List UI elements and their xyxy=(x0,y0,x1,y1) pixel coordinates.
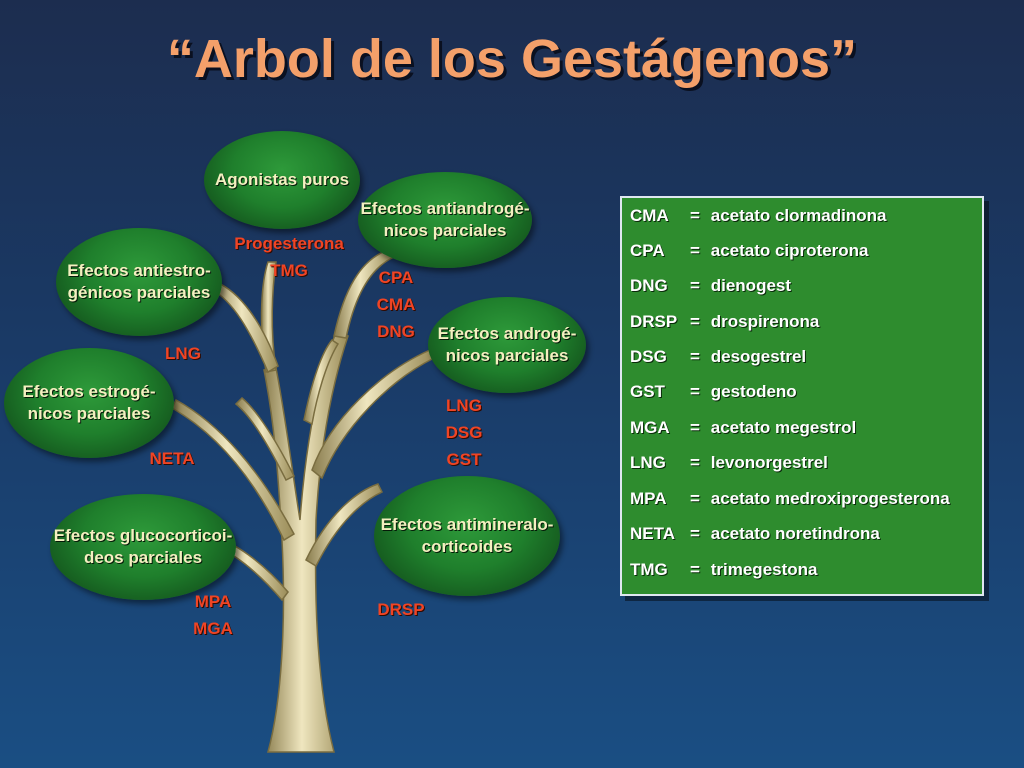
leaf-label: Efectos antiandrogé- nicos parciales xyxy=(360,199,530,240)
legend-row: LNG = levonorgestrel xyxy=(630,453,828,477)
legend-abbr: LNG xyxy=(630,453,666,472)
legend-abbr: CMA xyxy=(630,206,669,225)
legend-name: acetato clormadinona xyxy=(710,206,887,225)
leaf-label: Efectos androgé- nicos parciales xyxy=(437,324,577,365)
label-antiandrogenicos: CPA CMA DNG xyxy=(376,268,416,341)
leaf-label: Agonistas puros xyxy=(214,170,350,189)
legend-abbr: DRSP xyxy=(630,312,678,331)
legend-abbr: GST xyxy=(630,382,665,401)
legend-name: drospirenona xyxy=(710,312,820,331)
legend-abbr: MGA xyxy=(630,418,670,437)
leaf-estrogenicos: Efectos estrogé- nicos parciales xyxy=(4,348,174,458)
legend-name: acetato ciproterona xyxy=(710,241,869,260)
legend-row: TMG = trimegestona xyxy=(630,560,817,584)
label-antiestrogenicos: LNG xyxy=(165,344,201,363)
leaf-androgenicos: Efectos androgé- nicos parciales xyxy=(428,297,586,393)
leaf-agonistas-puros: Agonistas puros xyxy=(204,131,360,229)
legend-eq: = xyxy=(690,312,700,331)
leaf-label: Efectos estrogé- nicos parciales xyxy=(22,382,156,423)
label-estrogenicos: NETA xyxy=(149,449,195,468)
legend-eq: = xyxy=(690,453,700,472)
legend-eq: = xyxy=(690,347,700,366)
leaf-label: Efectos antimineralo- corticoides xyxy=(380,515,554,556)
legend-eq: = xyxy=(690,382,700,401)
branch-small-left xyxy=(234,396,296,482)
page-title: “Arbol de los Gestágenos” xyxy=(166,29,858,89)
legend-row: DRSP = drospirenona xyxy=(630,312,819,336)
legend-eq: = xyxy=(690,241,700,260)
legend-name: dienogest xyxy=(710,276,792,295)
legend-name: acetato medroxiprogesterona xyxy=(710,489,950,508)
branch-antimineralocorticoides xyxy=(305,483,384,568)
branch-small-right xyxy=(303,339,340,426)
abbreviation-legend: CMA = acetato clormadinona CPA = acetato c… xyxy=(620,196,984,596)
legend-abbr: DNG xyxy=(630,276,668,295)
legend-row: DSG = desogestrel xyxy=(630,347,806,371)
legend-row: MPA = acetato medroxiprogesterona xyxy=(630,489,950,513)
legend-name: acetato noretindrona xyxy=(710,524,880,543)
leaf-antimineralocorticoides: Efectos antimineralo- corticoides xyxy=(374,476,560,596)
legend-abbr: DSG xyxy=(630,347,667,366)
legend-row: CMA = acetato clormadinona xyxy=(630,206,886,230)
legend-eq: = xyxy=(690,560,700,579)
legend-name: desogestrel xyxy=(710,347,807,366)
legend-name: acetato megestrol xyxy=(710,418,857,437)
legend-eq: = xyxy=(690,276,700,295)
leaf-label: Efectos antiestro- génicos parciales xyxy=(67,261,211,302)
legend-name: gestodeno xyxy=(710,382,797,401)
legend-eq: = xyxy=(690,489,700,508)
legend-row: CPA = acetato ciproterona xyxy=(630,241,869,265)
leaf-antiandrogenicos: Efectos antiandrogé- nicos parciales xyxy=(358,172,532,268)
leaf-glucocorticoideos: Efectos glucocorticoi- deos parciales xyxy=(50,494,236,600)
leaf-label: Efectos glucocorticoi- deos parciales xyxy=(53,526,233,567)
leaf-antiestrogenicos: Efectos antiestro- génicos parciales xyxy=(56,228,222,336)
legend-name: trimegestona xyxy=(710,560,818,579)
legend-row: GST = gestodeno xyxy=(630,382,797,406)
legend-abbr: CPA xyxy=(630,241,665,260)
label-antimineralocorticoides: DRSP xyxy=(377,600,425,619)
legend-abbr: NETA xyxy=(630,524,676,543)
label-glucocorticoideos: MPA MGA xyxy=(193,592,233,638)
legend-eq: = xyxy=(690,524,700,543)
label-androgenicos: LNG DSG GST xyxy=(445,396,483,469)
legend-row: NETA = acetato noretindrona xyxy=(630,524,880,548)
legend-row: MGA = acetato megestrol xyxy=(630,418,856,442)
legend-name: levonorgestrel xyxy=(710,453,828,472)
legend-row: DNG = dienogest xyxy=(630,276,791,300)
legend-abbr: TMG xyxy=(630,560,668,579)
legend-abbr: MPA xyxy=(630,489,667,508)
legend-eq: = xyxy=(690,206,700,225)
branch-estrogenicos xyxy=(171,398,295,542)
label-agonistas: Progesterona TMG xyxy=(234,234,344,280)
legend-eq: = xyxy=(690,418,700,437)
tree-trunk xyxy=(263,331,349,753)
